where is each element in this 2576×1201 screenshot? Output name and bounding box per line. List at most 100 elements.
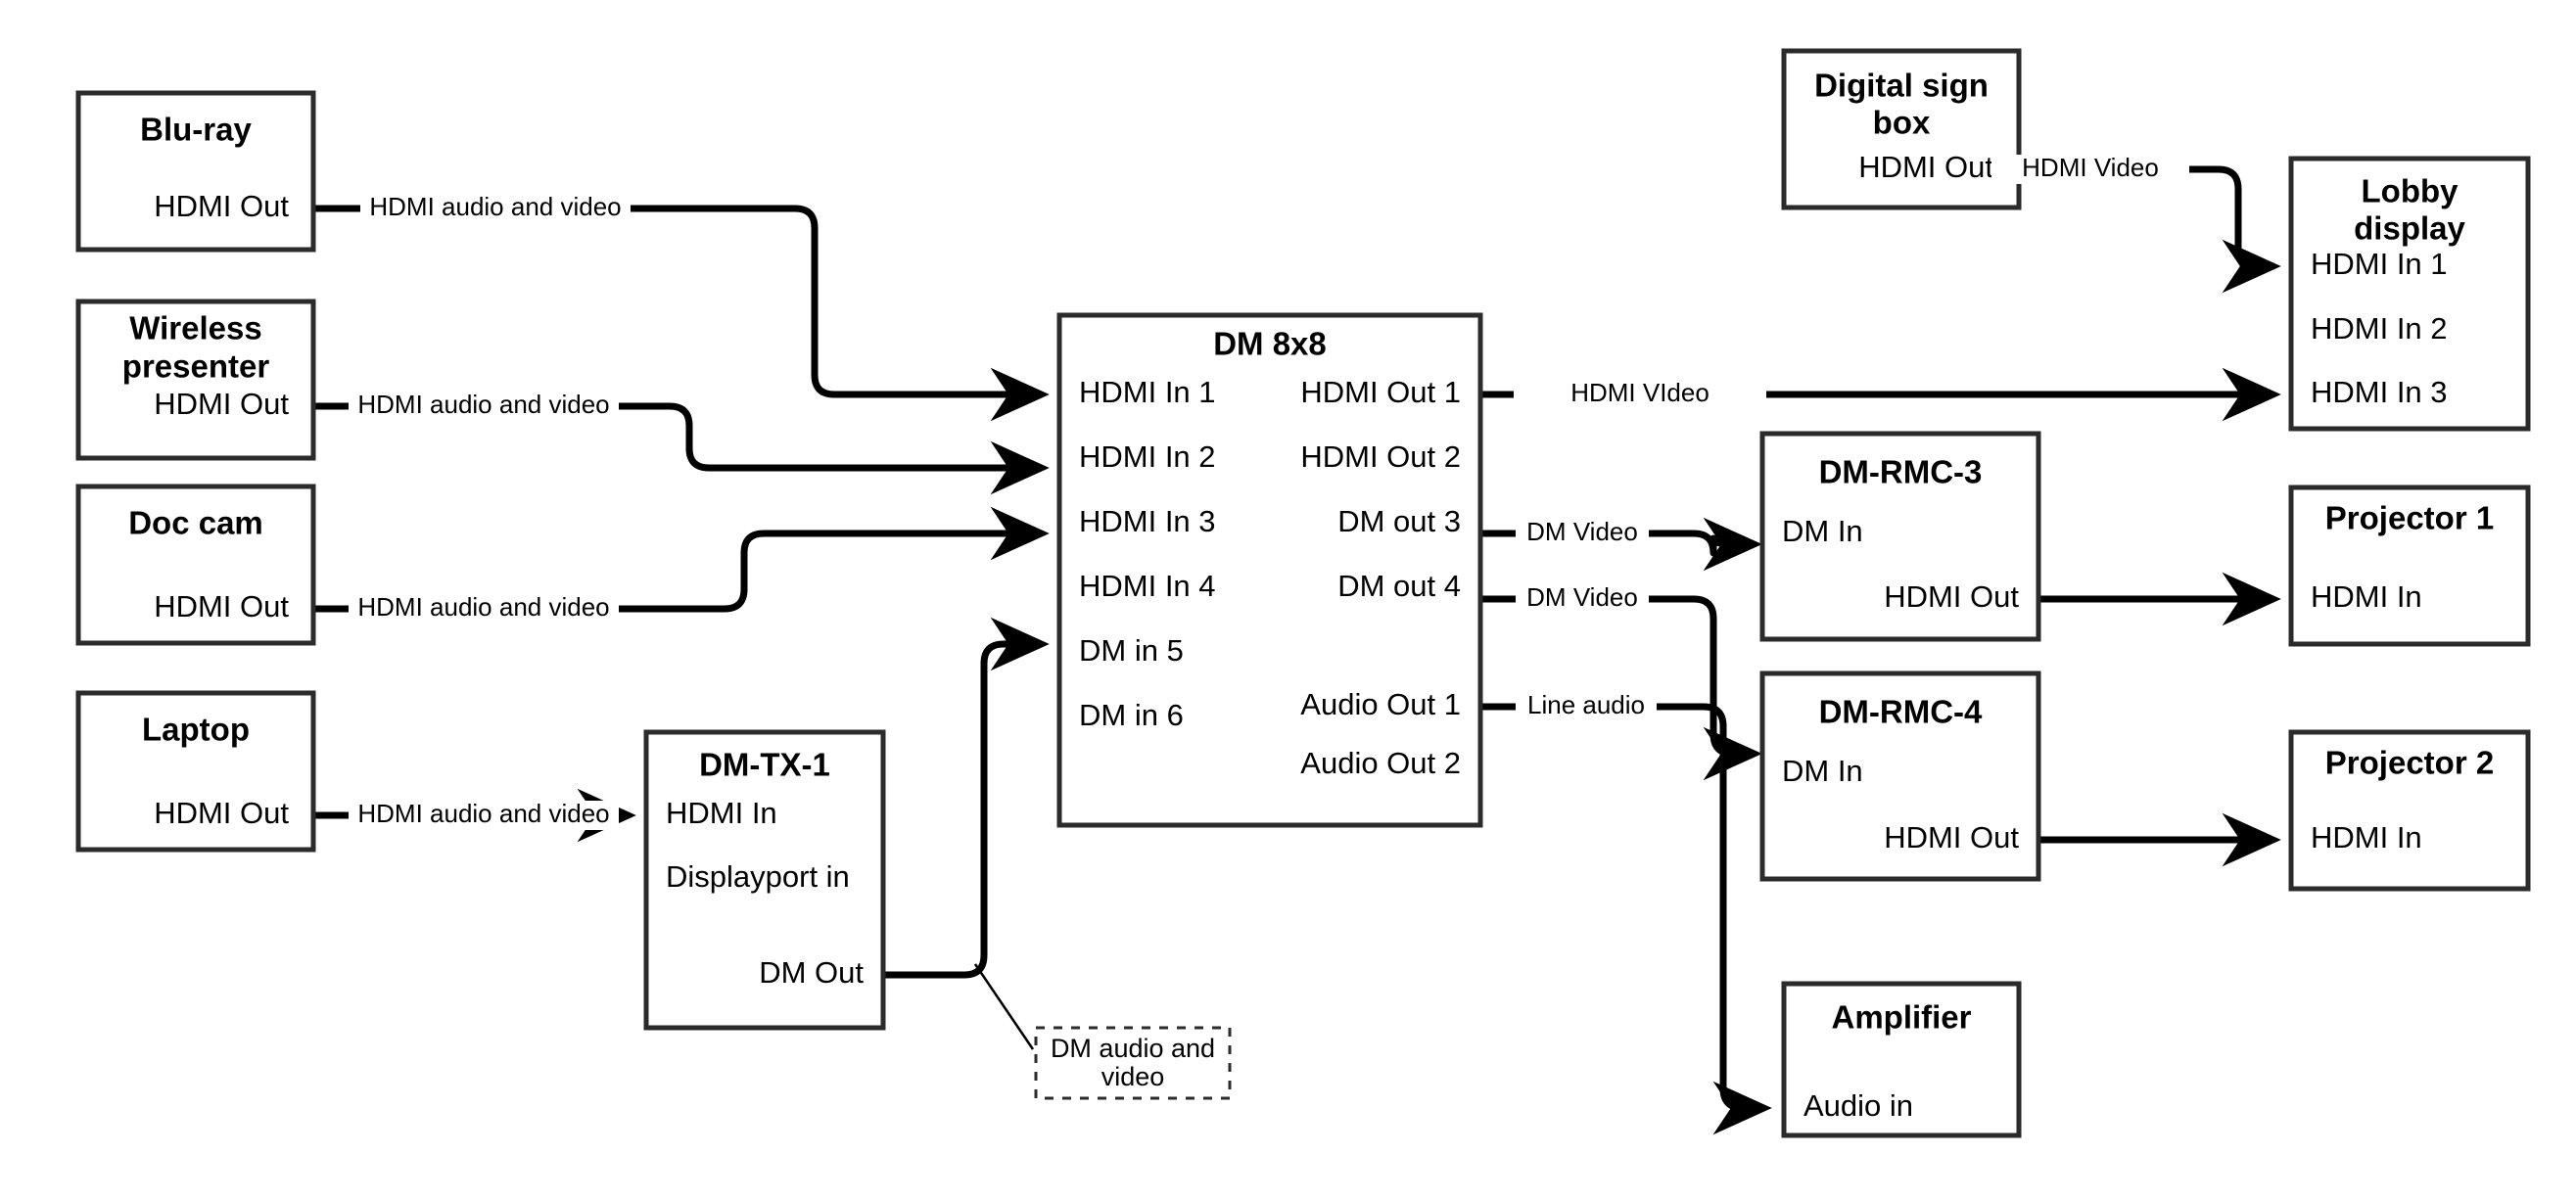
edge-label-bluray-text: HDMI audio and video: [369, 192, 621, 221]
projector-2-port-hdmi-in: HDMI In: [2311, 820, 2422, 855]
dm-audio-video-note-line1: DM audio and: [1051, 1034, 1215, 1063]
lobby-display-title-line2: display: [2354, 210, 2465, 247]
dm-8x8-input-hdmi-in-1: HDMI In 1: [1079, 375, 1216, 409]
dm-8x8-input-dm-in-5: DM in 5: [1079, 633, 1184, 668]
doc-cam-title: Doc cam: [128, 505, 263, 541]
edge-label-dm-out4: DM Video: [1516, 582, 1649, 614]
edge-label-signbox-text: HDMI Video: [2022, 153, 2159, 182]
node-lobby-display[interactable]: Lobby display HDMI In 1 HDMI In 2 HDMI I…: [2288, 156, 2531, 432]
dm-rmc-3-port-dm-in: DM In: [1782, 514, 1863, 548]
dm-tx-1-port-dm-out: DM Out: [759, 955, 864, 990]
edge-label-dm-out4-text: DM Video: [1526, 582, 1638, 612]
dm-audio-video-note-box: [1034, 1026, 1232, 1100]
dm-8x8-input-dm-in-6: DM in 6: [1079, 698, 1184, 732]
wire-dmtx1-to-dm-in-5: [883, 617, 1050, 979]
digital-sign-box-rect[interactable]: [1781, 48, 2022, 210]
lobby-display-input-hdmi-in-1: HDMI In 1: [2311, 247, 2448, 281]
amplifier-port-audio-in: Audio in: [1803, 1088, 1913, 1123]
projector-1-title: Projector 1: [2325, 500, 2494, 536]
wireless-presenter-title-line2: presenter: [122, 348, 270, 385]
note-dm-audio-and-video: DM audio and video: [1034, 1026, 1232, 1100]
dm-8x8-output-dm-out-3: DM out 3: [1337, 504, 1461, 538]
dm-8x8-input-hdmi-in-4: HDMI In 4: [1079, 569, 1216, 603]
bluray-title: Blu-ray: [140, 112, 252, 148]
lobby-display-box[interactable]: [2288, 156, 2531, 432]
lobby-display-input-hdmi-in-2: HDMI In 2: [2311, 311, 2448, 346]
projector-2-box[interactable]: [2288, 729, 2531, 892]
edge-label-doccam-text: HDMI audio and video: [357, 592, 609, 622]
lobby-display-title-line1: Lobby: [2362, 173, 2459, 209]
amplifier-title: Amplifier: [1831, 999, 1971, 1036]
node-dm-rmc-4[interactable]: DM-RMC-4 DM In HDMI Out: [1759, 670, 2041, 882]
edge-label-dm-out3-text: DM Video: [1526, 517, 1638, 546]
dm-rmc-4-port-dm-in: DM In: [1782, 754, 1863, 788]
laptop-title: Laptop: [142, 712, 250, 748]
wireless-presenter-box[interactable]: [75, 299, 316, 461]
dm-tx-1-box[interactable]: [643, 729, 886, 1031]
node-doc-cam[interactable]: Doc cam HDMI Out: [75, 484, 316, 646]
dm-8x8-input-hdmi-in-2: HDMI In 2: [1079, 439, 1216, 474]
node-projector-1[interactable]: Projector 1 HDMI In: [2288, 485, 2531, 647]
edge-label-laptop-text: HDMI audio and video: [357, 799, 609, 828]
dm-audio-video-note-line2: video: [1101, 1062, 1165, 1091]
dm-rmc-3-box[interactable]: [1759, 431, 2041, 642]
digital-sign-box-title-line2: box: [1873, 105, 1931, 141]
node-dm-rmc-3[interactable]: DM-RMC-3 DM In HDMI Out: [1759, 431, 2041, 642]
digital-sign-box-port-hdmi-out: HDMI Out: [1858, 150, 1993, 184]
callout-leader-line: [973, 963, 1035, 1050]
projector-1-box[interactable]: [2288, 485, 2531, 647]
laptop-box[interactable]: [75, 690, 316, 853]
dm-tx-1-title: DM-TX-1: [699, 747, 830, 783]
projector-1-port-hdmi-in: HDMI In: [2311, 579, 2422, 614]
dm-8x8-output-dm-out-4: DM out 4: [1337, 569, 1461, 603]
edge-label-wireless-text: HDMI audio and video: [357, 390, 609, 419]
projector-2-title: Projector 2: [2325, 745, 2494, 781]
node-wireless-presenter[interactable]: Wireless presenter HDMI Out: [75, 299, 316, 461]
dm-rmc-4-box[interactable]: [1759, 670, 2041, 882]
dm-8x8-output-hdmi-out-1: HDMI Out 1: [1300, 375, 1461, 409]
bluray-box[interactable]: [75, 90, 316, 253]
wireless-presenter-title-line1: Wireless: [129, 310, 261, 346]
laptop-port-hdmi-out: HDMI Out: [154, 796, 289, 830]
node-laptop[interactable]: Laptop HDMI Out: [75, 690, 316, 853]
dm-8x8-box[interactable]: [1056, 312, 1483, 828]
wire-dm-audioout1-to-amplifier: [1480, 703, 1772, 1135]
dm-rmc-3-port-hdmi-out: HDMI Out: [1884, 579, 2019, 614]
doc-cam-box[interactable]: [75, 484, 316, 646]
edge-label-signbox: HDMI Video: [1991, 153, 2189, 184]
wire-dm-out3-to-rmc3: [1480, 517, 1762, 572]
node-amplifier[interactable]: Amplifier Audio in: [1781, 981, 2022, 1138]
edge-label-laptop: HDMI audio and video: [349, 799, 619, 830]
bluray-port-hdmi-out: HDMI Out: [154, 189, 289, 223]
node-bluray[interactable]: Blu-ray HDMI Out: [75, 90, 316, 253]
edge-label-doccam: HDMI audio and video: [349, 592, 619, 624]
dm-8x8-title: DM 8x8: [1213, 326, 1327, 362]
dm-8x8-output-audio-out-2: Audio Out 2: [1300, 746, 1461, 780]
node-dm-tx-1[interactable]: DM-TX-1 HDMI In Displayport in DM Out: [643, 729, 886, 1031]
node-dm-8x8[interactable]: DM 8x8 HDMI In 1 HDMI In 2 HDMI In 3 HDM…: [1056, 312, 1483, 828]
digital-sign-box-title-line1: Digital sign: [1814, 68, 1989, 104]
wireless-presenter-port-hdmi-out: HDMI Out: [154, 387, 289, 421]
dm-tx-1-port-displayport-in: Displayport in: [666, 859, 850, 894]
doc-cam-port-hdmi-out: HDMI Out: [154, 589, 289, 624]
edge-label-bluray: HDMI audio and video: [360, 192, 631, 223]
dm-tx-1-port-hdmi-in: HDMI In: [666, 796, 777, 830]
dm-rmc-3-title: DM-RMC-3: [1819, 454, 1983, 490]
dm-8x8-output-hdmi-out-2: HDMI Out 2: [1300, 439, 1461, 474]
edge-label-dm-hdmiout1-text: HDMI VIdeo: [1570, 378, 1710, 407]
dm-rmc-4-port-hdmi-out: HDMI Out: [1884, 820, 2019, 855]
amplifier-box[interactable]: [1781, 981, 2022, 1138]
edge-label-dm-hdmiout1: HDMI VIdeo: [1514, 378, 1766, 409]
edge-label-audio-out1-text: Line audio: [1527, 690, 1645, 719]
edge-label-wireless: HDMI audio and video: [349, 390, 619, 421]
node-digital-sign-box[interactable]: Digital sign box HDMI Out: [1781, 48, 2022, 210]
lobby-display-input-hdmi-in-3: HDMI In 3: [2311, 375, 2448, 409]
dm-8x8-output-audio-out-1: Audio Out 1: [1300, 687, 1461, 721]
dm-rmc-4-title: DM-RMC-4: [1819, 694, 1983, 730]
dm-8x8-input-hdmi-in-3: HDMI In 3: [1079, 504, 1216, 538]
node-projector-2[interactable]: Projector 2 HDMI In: [2288, 729, 2531, 892]
